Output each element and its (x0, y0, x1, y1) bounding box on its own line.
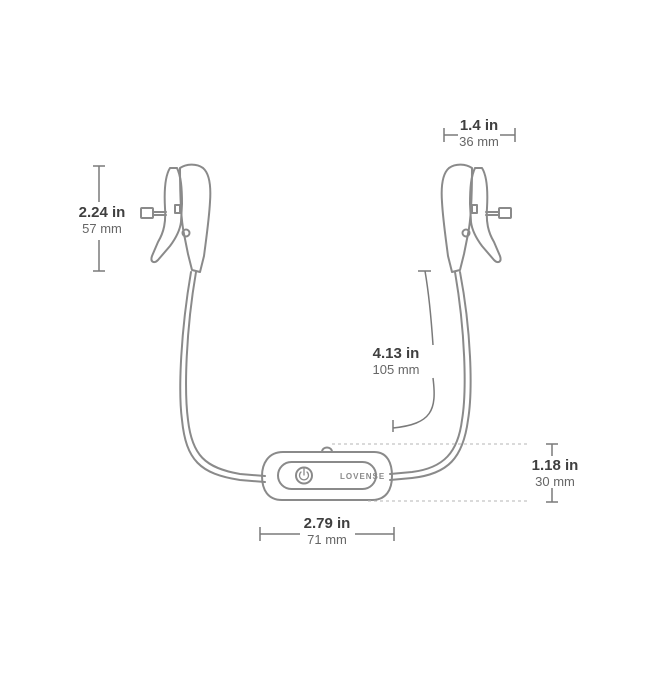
clamp-height-dimension-line (93, 165, 105, 272)
clamp-height-label: 2.24 in 57 mm (70, 205, 134, 235)
controller (261, 446, 393, 501)
controller-width-metric: 71 mm (307, 532, 347, 547)
controller-height-imperial: 1.18 in (531, 457, 579, 474)
clamp-height-imperial: 2.24 in (78, 204, 126, 221)
controller-width-label: 2.79 in 71 mm (294, 516, 360, 546)
controller-height-label: 1.18 in 30 mm (524, 458, 586, 488)
cable-length-dimension-line (392, 270, 435, 432)
cable-length-metric: 105 mm (372, 362, 420, 377)
clamp-width-imperial: 1.4 in (459, 117, 499, 134)
cable-length-imperial: 4.13 in (372, 345, 420, 362)
controller-height-metric: 30 mm (535, 474, 575, 489)
controller-width-dimension-line (259, 527, 395, 541)
controller-height-dimension-line (546, 443, 558, 503)
controller-brand-logo: LOVENSE (340, 472, 385, 481)
controller-width-imperial: 2.79 in (303, 515, 351, 532)
clamp-height-metric: 57 mm (82, 221, 122, 236)
controller-height-guides (332, 443, 528, 502)
clamp-width-label: 1.4 in 36 mm (447, 118, 511, 148)
cable (179, 271, 472, 483)
right-clamp (440, 163, 512, 273)
left-clamp (140, 163, 212, 273)
clamp-width-dimension-line (443, 128, 516, 142)
cable-length-label: 4.13 in 105 mm (362, 346, 430, 376)
clamp-width-metric: 36 mm (459, 134, 499, 149)
power-icon (295, 466, 313, 485)
